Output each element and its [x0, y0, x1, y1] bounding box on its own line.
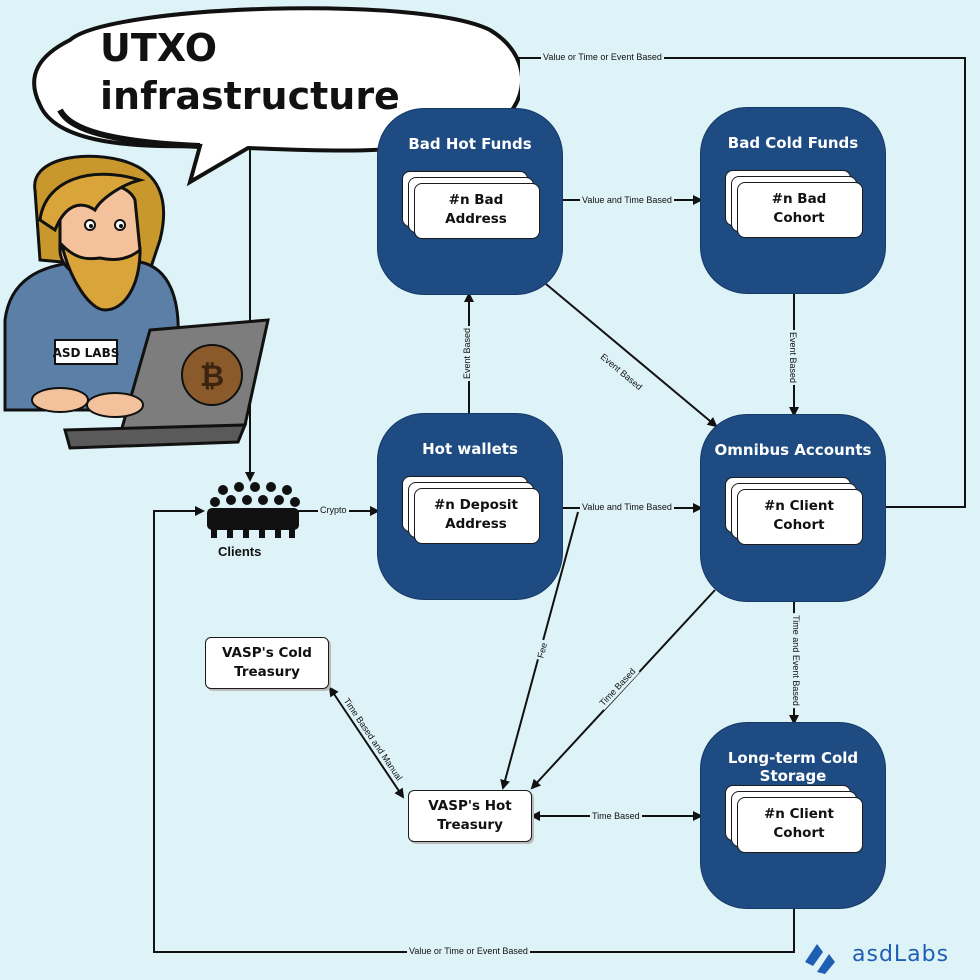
bitcoin-icon [181, 344, 243, 406]
clients-icon [207, 482, 300, 538]
shirt-badge [54, 339, 118, 365]
brand-name: asdLabs [852, 942, 950, 967]
edge-label-badhot-badcold: Value and Time Based [580, 195, 674, 206]
title-line-1: UTXO [100, 26, 218, 70]
shirt-text: ASD LABS [53, 346, 120, 360]
edge-top-loop [515, 57, 966, 508]
edge-label-omnibus-longterm: Time and Event Based [789, 613, 801, 708]
node-title: Omnibus Accounts [714, 441, 872, 459]
diagram-title: UTXO infrastructure [100, 24, 400, 120]
edge-label-bottom-loop: Value or Time or Event Based [407, 946, 530, 957]
edge-label-hot-omnibus: Value and Time Based [580, 502, 674, 513]
node-title: Hot wallets [422, 440, 518, 458]
title-line-2: infrastructure [100, 74, 400, 118]
edge-label-hot-badhot: Event Based [462, 325, 474, 382]
asdlabs-logo-icon [805, 944, 835, 974]
node-title: Bad Hot Funds [408, 135, 532, 153]
edge-label-clients-hot: Crypto [318, 505, 349, 516]
node-title: Long-term Cold Storage [727, 749, 859, 785]
edge-label-top-loop: Value or Time or Event Based [541, 52, 664, 63]
edge-label-badcold-omnibus: Event Based [787, 329, 799, 386]
edge-cold-hot-treasury [328, 686, 405, 799]
node-title: Bad Cold Funds [727, 134, 859, 152]
edge-bottom-loop [153, 506, 795, 953]
svg-text:₿: ₿ [200, 359, 224, 394]
clients-label: Clients [218, 544, 262, 559]
edge-badhot-to-omnibus [545, 283, 718, 428]
edge-label-hottreasury-longterm: Time Based [590, 811, 642, 822]
developer-illustration: ASD LABS ₿ [3, 154, 270, 450]
